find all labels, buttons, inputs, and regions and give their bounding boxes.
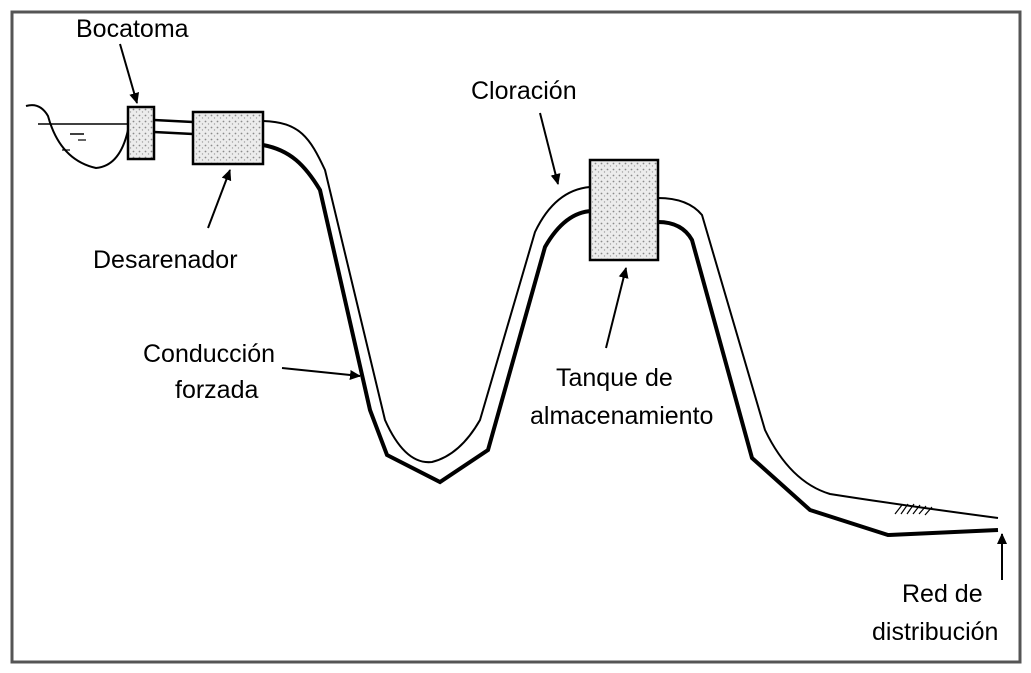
label-red-line1: Red de: [902, 580, 983, 608]
pipe-upper-line: [262, 120, 591, 464]
diagram-frame: [10, 10, 1022, 664]
arrow-desarenador: [207, 169, 232, 229]
distribution-marks: [894, 503, 933, 516]
label-cloracion: Cloración: [471, 77, 577, 105]
label-conduccion-line1: Conducción: [143, 340, 275, 368]
storage-tank: [588, 158, 660, 262]
desander-box: [191, 110, 265, 166]
label-tanque-line2: almacenamiento: [530, 402, 713, 430]
intake-box: [126, 105, 156, 161]
arrow-tanque: [605, 267, 629, 349]
arrow-conduccion: [281, 367, 361, 380]
label-tanque-line1: Tanque de: [556, 364, 673, 392]
arrow-cloracion: [539, 112, 561, 185]
pipe-after-tank-lower: [657, 220, 999, 538]
label-red-line2: distribución: [872, 618, 998, 646]
label-desarenador: Desarenador: [93, 246, 238, 274]
label-bocatoma: Bocatoma: [76, 15, 189, 43]
arrow-bocatoma: [119, 43, 140, 104]
label-conduccion-line2: forzada: [175, 376, 258, 404]
pipe-lower-line: [262, 143, 593, 485]
intake-pipe: [153, 118, 194, 136]
water-source: [25, 104, 129, 170]
pipe-after-tank-upper: [657, 197, 999, 519]
